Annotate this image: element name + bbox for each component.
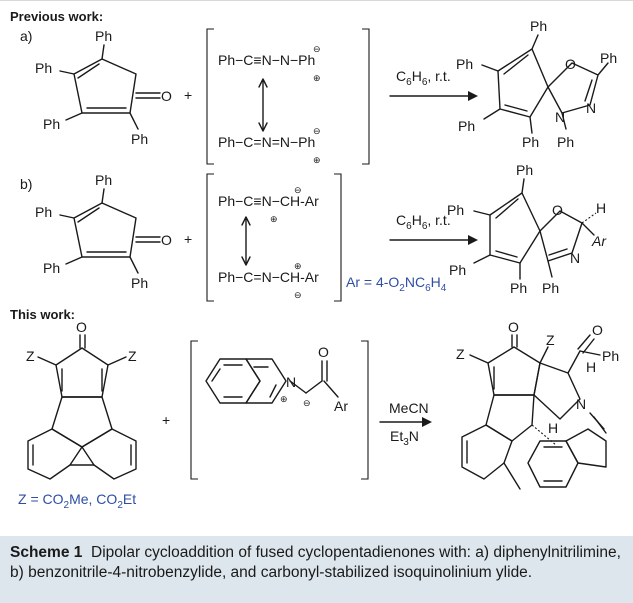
plus-b: + — [184, 231, 192, 247]
svg-text:O: O — [552, 202, 563, 218]
svg-text:Ph: Ph — [131, 131, 148, 147]
svg-text:H: H — [548, 420, 558, 436]
svg-text:Ph: Ph — [522, 134, 539, 150]
spiro-oxadiazoline-product: Ph Ph Ph Ph Ph Ph O N N — [456, 18, 617, 150]
svg-text:Ph: Ph — [447, 202, 464, 218]
scheme-drawing: Previous work: This work: a) b) Ph Ph Ph… — [10, 9, 619, 511]
svg-text:Z: Z — [128, 348, 137, 364]
svg-text:Ph: Ph — [456, 56, 473, 72]
svg-text:N: N — [576, 396, 586, 412]
svg-text:⊖: ⊖ — [313, 44, 321, 54]
svg-text:O: O — [161, 88, 172, 104]
svg-text:Z: Z — [546, 332, 555, 348]
label-b: b) — [20, 176, 32, 192]
dipole-a-top: Ph−C≡N−N−Ph — [218, 52, 315, 68]
reaction-arrow-c: MeCN Et3N — [379, 400, 432, 448]
svg-text:Ph: Ph — [43, 260, 60, 276]
scheme-caption: Scheme 1 Dipolar cycloaddition of fused … — [0, 536, 633, 603]
reaction-arrow-a: C6H6, r.t. — [389, 68, 478, 101]
this-work-heading: This work: — [10, 307, 75, 322]
svg-text:Ph: Ph — [449, 262, 466, 278]
dipole-b-bottom: Ph−C=N−CH-Ar — [218, 269, 319, 285]
spiro-cycloadduct-product: O Z Z O Ph H N H — [456, 319, 619, 490]
condition-c-solvent: MeCN — [389, 400, 429, 416]
svg-text:Ph: Ph — [95, 28, 112, 44]
svg-text:⊖: ⊖ — [294, 290, 302, 300]
svg-text:⊖: ⊖ — [313, 126, 321, 136]
svg-text:N: N — [555, 109, 565, 125]
svg-text:O: O — [592, 322, 603, 338]
svg-text:Z: Z — [26, 348, 35, 364]
svg-text:Ar: Ar — [591, 233, 607, 249]
svg-text:O: O — [565, 56, 576, 72]
dipole-a-bottom: Ph−C=N=N−Ph — [218, 134, 315, 150]
svg-text:⊕: ⊕ — [280, 394, 288, 404]
nitrile-ylide-dipole: Ph−C≡N−CH-Ar ⊖ ⊕ Ph−C=N−CH-Ar ⊕ ⊖ — [206, 173, 342, 302]
svg-text:Ph: Ph — [35, 204, 52, 220]
svg-text:N: N — [570, 250, 580, 266]
svg-text:Ph: Ph — [131, 275, 148, 291]
svg-text:Ph: Ph — [43, 116, 60, 132]
tetraphenylcyclopentadienone-a: Ph Ph Ph Ph O — [35, 28, 172, 147]
svg-text:O: O — [508, 319, 519, 335]
z-definition: Z = CO2Me, CO2Et — [18, 491, 136, 511]
svg-text:⊕: ⊕ — [270, 214, 278, 224]
svg-text:H: H — [596, 200, 606, 216]
svg-text:H: H — [586, 359, 596, 375]
tetraphenylcyclopentadienone-b: Ph Ph Ph Ph O — [35, 172, 172, 291]
reaction-arrow-b: C6H6, r.t. — [389, 212, 478, 245]
condition-a: C6H6, r.t. — [396, 68, 451, 88]
svg-text:Ph: Ph — [600, 50, 617, 66]
svg-text:Ph: Ph — [557, 134, 574, 150]
svg-text:⊖: ⊖ — [294, 185, 302, 195]
nitrilimine-dipole: Ph−C≡N−N−Ph ⊖ ⊕ Ph−C=N=N−Ph ⊖ ⊕ — [206, 28, 370, 165]
svg-text:⊕: ⊕ — [313, 73, 321, 83]
acenaphthylene-cyclopentadienone: O Z Z — [26, 319, 137, 480]
previous-work-heading: Previous work: — [10, 9, 103, 24]
svg-text:Ph: Ph — [602, 348, 619, 364]
svg-text:⊕: ⊕ — [294, 261, 302, 271]
condition-c-base: Et3N — [390, 428, 419, 448]
svg-text:Ph: Ph — [510, 280, 527, 296]
isoquinolinium-ylide: O N ⊕ ⊖ Ar — [190, 340, 369, 480]
svg-text:Ph: Ph — [516, 162, 533, 178]
scheme-panel: Previous work: This work: a) b) Ph Ph Ph… — [0, 0, 633, 511]
svg-text:⊖: ⊖ — [303, 398, 311, 408]
svg-text:⊕: ⊕ — [313, 155, 321, 165]
svg-text:O: O — [161, 232, 172, 248]
plus-c: + — [162, 412, 170, 428]
dipole-b-top: Ph−C≡N−CH-Ar — [218, 193, 319, 209]
svg-text:Ph: Ph — [35, 60, 52, 76]
caption-label: Scheme 1 — [10, 544, 83, 561]
svg-text:Ph: Ph — [542, 280, 559, 296]
svg-text:Z: Z — [456, 346, 465, 362]
svg-text:O: O — [318, 344, 329, 360]
label-a: a) — [20, 28, 32, 44]
svg-text:Ph: Ph — [530, 18, 547, 34]
condition-b: C6H6, r.t. — [396, 212, 451, 232]
svg-text:Ph: Ph — [458, 118, 475, 134]
ar-definition: Ar = 4-O2NC6H4 — [346, 274, 447, 294]
spiro-oxazoline-product: Ph Ph Ph Ph Ph O N H Ar — [447, 162, 607, 296]
svg-text:N: N — [286, 374, 296, 390]
svg-text:Ar: Ar — [334, 398, 348, 414]
caption-text: Dipolar cycloaddition of fused cyclopent… — [10, 544, 621, 581]
svg-text:O: O — [76, 319, 87, 335]
plus-a: + — [184, 87, 192, 103]
svg-text:N: N — [586, 100, 596, 116]
svg-text:Ph: Ph — [95, 172, 112, 188]
